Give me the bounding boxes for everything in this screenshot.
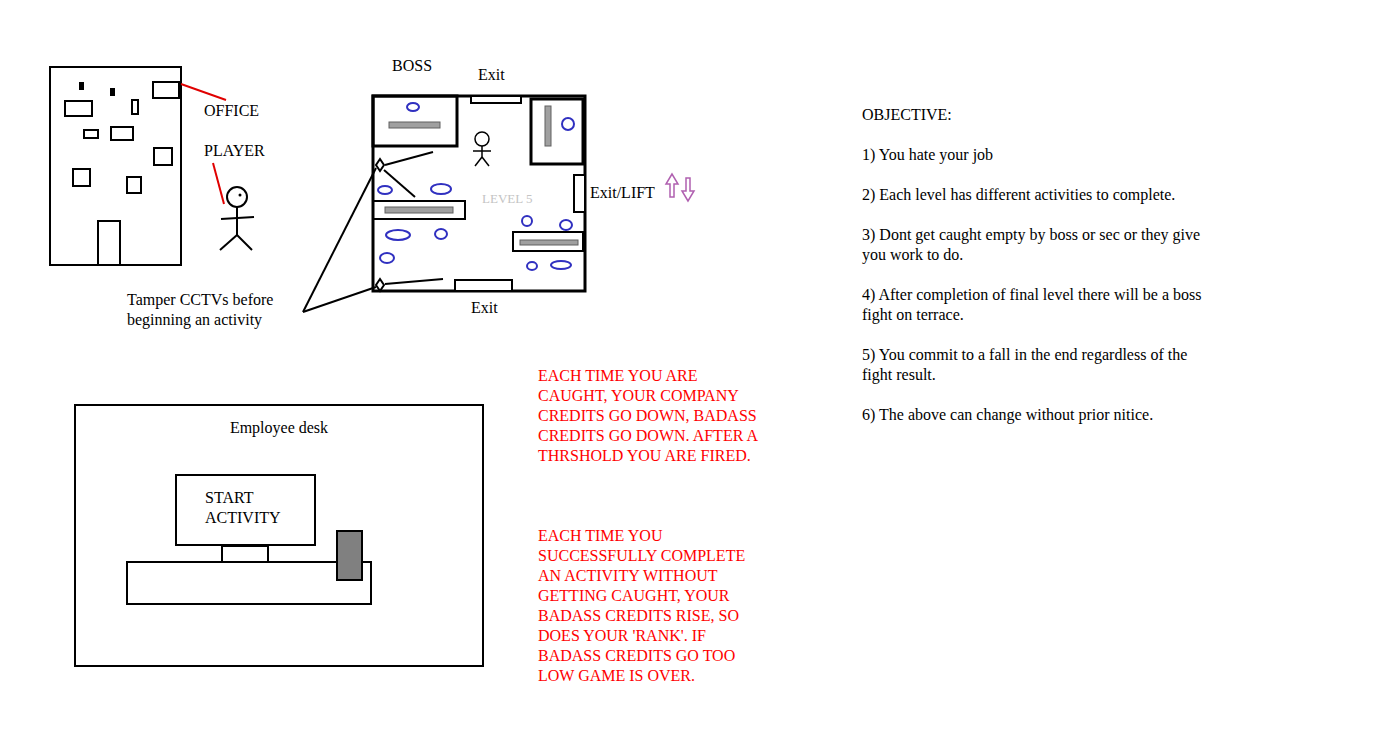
leader-line (181, 84, 226, 100)
desk-top (385, 207, 453, 213)
player-eye (239, 194, 242, 197)
boss-leg (475, 157, 482, 166)
chair (560, 220, 572, 230)
door (98, 221, 120, 265)
objective-heading: OBJECTIVE: (862, 105, 952, 125)
chair (527, 262, 537, 270)
window (65, 101, 92, 116)
box-text: Employee desk (84, 418, 474, 438)
cctv-view (384, 170, 415, 197)
chair (551, 261, 571, 269)
player-body (236, 207, 238, 235)
lift-door (574, 175, 585, 212)
objective-item: 4) After completion of final level there… (862, 285, 1217, 325)
lift-down-arrow (682, 178, 694, 201)
objective-item: 1) You hate your job (862, 145, 1217, 165)
boss-arms (473, 150, 491, 152)
player-arms (221, 217, 254, 219)
chair (435, 229, 447, 239)
window (111, 127, 133, 140)
callout-label: OFFICE (204, 101, 259, 121)
cctv-view (385, 279, 443, 284)
player-leg (237, 235, 252, 250)
monitor-stand (222, 546, 268, 562)
window (84, 130, 98, 138)
window (132, 100, 138, 114)
chair (380, 253, 394, 263)
room-label: BOSS (392, 56, 432, 76)
boss-leg (482, 157, 489, 166)
exit-label: Exit/LIFT (590, 183, 655, 203)
cctv (376, 159, 384, 171)
desk (513, 232, 583, 251)
rule-note: EACH TIME YOU ARE CAUGHT, YOUR COMPANY C… (538, 366, 760, 466)
objective-item: 3) Dont get caught empty by boss or sec … (862, 225, 1217, 265)
chair (378, 186, 392, 194)
exit-door (471, 96, 521, 103)
boss-room (373, 96, 457, 146)
desk (389, 122, 440, 128)
boss-head (475, 132, 489, 146)
office-window (153, 82, 179, 98)
lift-up-arrow (666, 174, 678, 197)
desk-panel: Employee deskSTART ACTIVITY (74, 404, 484, 667)
chair (562, 118, 574, 130)
exit-label: Exit (471, 298, 498, 318)
window (127, 177, 141, 193)
leader-line (303, 168, 376, 312)
cpu-box (337, 531, 362, 580)
building (50, 67, 181, 265)
desk (127, 562, 371, 604)
leader-line (213, 163, 224, 204)
leader-line (303, 287, 376, 312)
desk-top (520, 240, 578, 245)
chair (407, 103, 419, 111)
level-watermark: LEVEL 5 (482, 189, 532, 209)
exit-door (455, 280, 512, 291)
monitor-screen: START ACTIVITY (175, 474, 316, 546)
desk (373, 201, 465, 219)
player-head (227, 187, 247, 207)
callout-label: PLAYER (204, 141, 265, 161)
window (154, 148, 172, 165)
exit-label: Exit (478, 65, 505, 85)
chair (431, 184, 451, 194)
chair (522, 216, 532, 226)
window (73, 169, 90, 186)
window (79, 82, 84, 90)
window (110, 88, 115, 96)
room (531, 99, 583, 164)
box-text: START ACTIVITY (205, 488, 297, 528)
cctv (376, 279, 384, 291)
objective-item: 2) Each level has different activities t… (862, 185, 1217, 205)
desk (545, 106, 551, 146)
chair (386, 230, 410, 240)
objective-item: 6) The above can change without prior ni… (862, 405, 1217, 425)
objective-item: 5) You commit to a fall in the end regar… (862, 345, 1217, 385)
cctv-view (385, 152, 433, 165)
player-leg (220, 235, 237, 250)
floor-plan (373, 96, 585, 291)
rule-note: EACH TIME YOU SUCCESSFULLY COMPLETE AN A… (538, 526, 760, 686)
note: Tamper CCTVs before beginning an activit… (127, 290, 301, 330)
